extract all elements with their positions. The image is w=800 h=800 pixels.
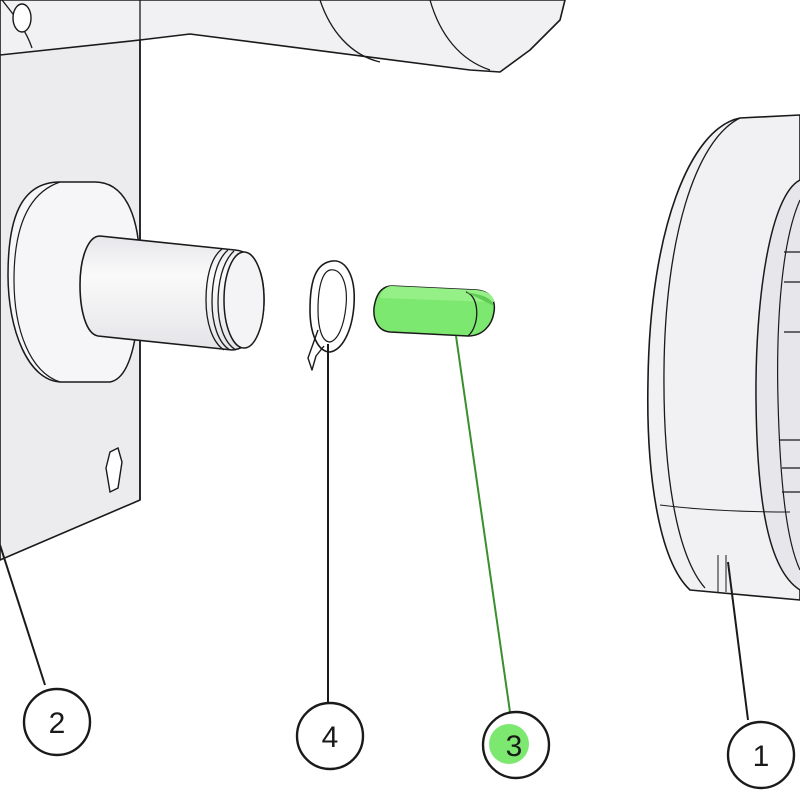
callout-label: 1: [753, 740, 770, 773]
leader-line-3: [455, 335, 511, 713]
callout-circle: [726, 720, 796, 790]
callout-label: 3: [506, 730, 523, 763]
callout-2: 2: [22, 687, 92, 757]
callout-circle: [295, 701, 365, 771]
leader-line-1: [727, 561, 749, 721]
shaft-key: [373, 285, 496, 337]
mounting-hole: [105, 446, 123, 494]
callout-circle: [22, 687, 92, 757]
callout-label: 4: [322, 721, 339, 754]
callout-3: 3: [481, 710, 551, 780]
housing-drum: [646, 114, 800, 601]
leader-lines: [0, 335, 749, 721]
top-housing: [0, 0, 566, 73]
callout-label: 2: [49, 707, 66, 740]
leader-line-2: [0, 544, 46, 686]
motor-shaft-base: [0, 39, 265, 561]
callout-1: 1: [726, 720, 796, 790]
retaining-clip: [307, 260, 355, 371]
callout-highlight: [489, 724, 529, 764]
callout-4: 4: [295, 701, 365, 771]
